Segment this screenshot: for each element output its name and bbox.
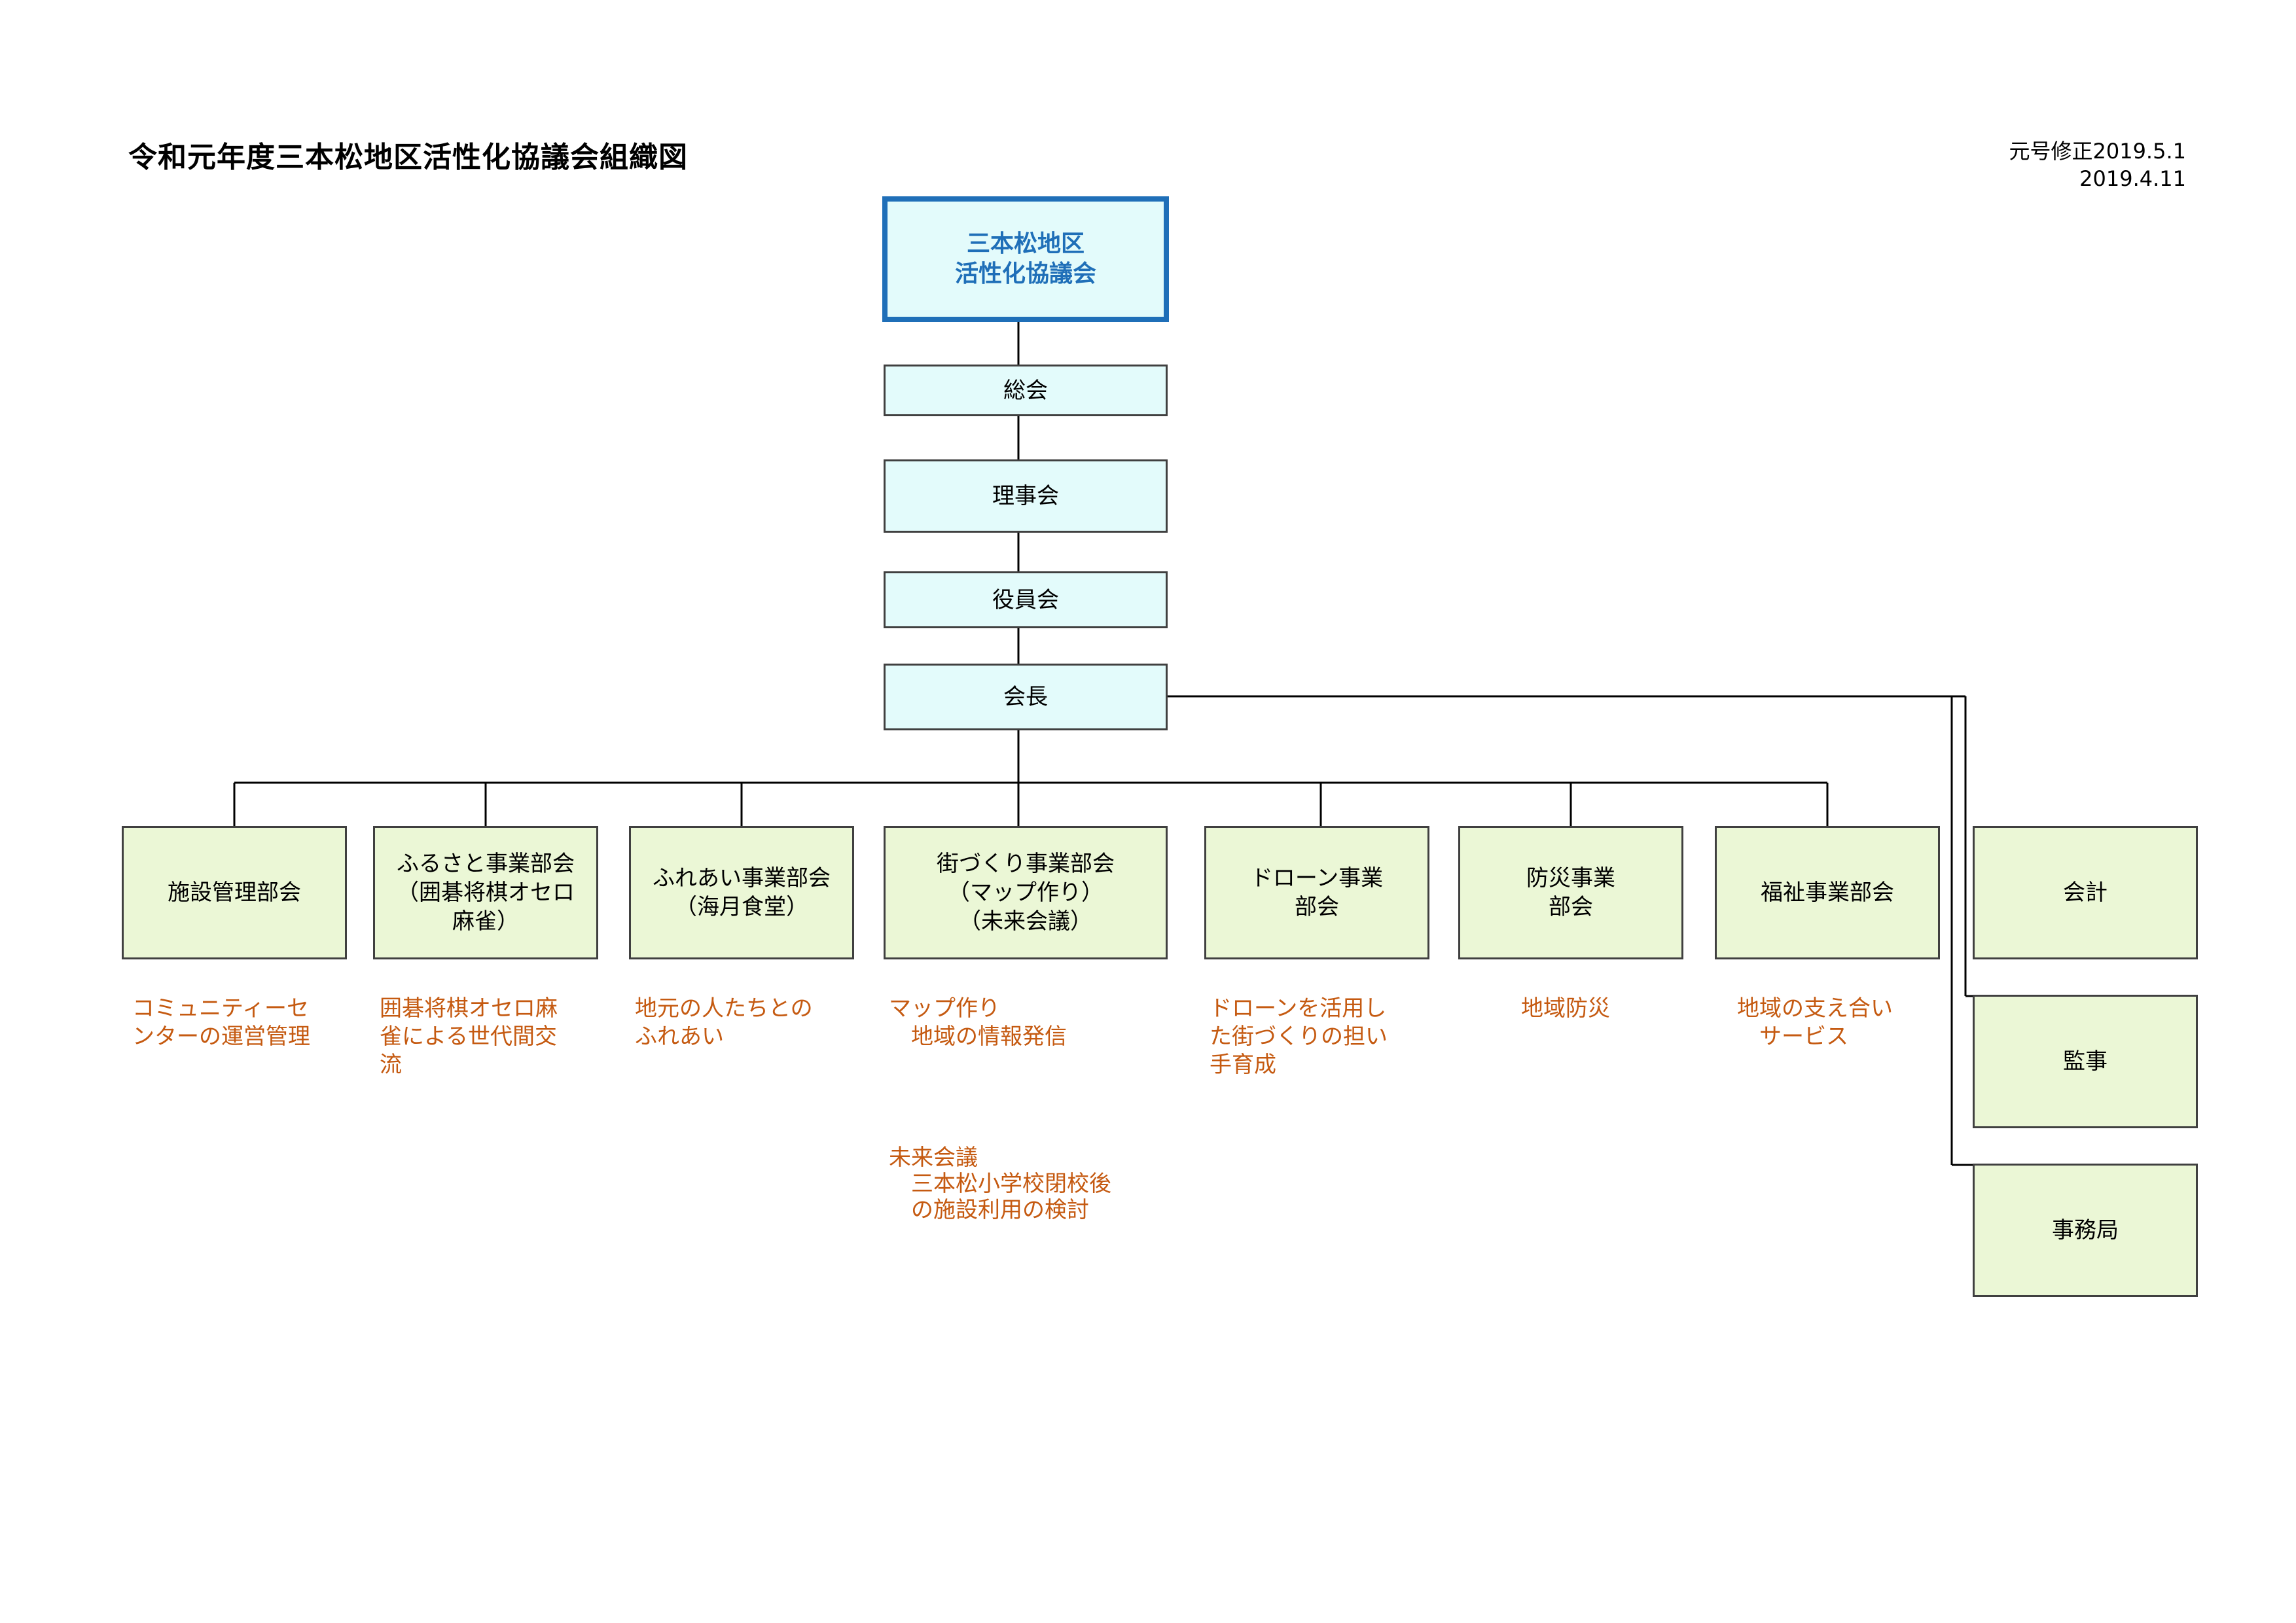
- dept-facility-box: 施設管理部会: [122, 826, 347, 959]
- dept-fureai-label: ふれあい事業部会 （海月食堂）: [653, 865, 831, 920]
- revision-info: 元号修正2019.5.1 2019.4.11: [2009, 137, 2186, 192]
- dept-machizukuri-label: 街づくり事業部会 （マップ作り） （未来会議）: [937, 851, 1115, 935]
- page-title: 令和元年度三本松地区活性化協議会組織図: [128, 141, 688, 174]
- revision-date-1: 元号修正2019.5.1: [2009, 139, 2186, 164]
- chairman-box: 会長: [884, 664, 1168, 730]
- council-root-label: 三本松地区 活性化協議会: [954, 230, 1096, 287]
- dept-machizukuri-box: 街づくり事業部会 （マップ作り） （未来会議）: [884, 826, 1168, 959]
- chairman-label: 会長: [1003, 684, 1048, 710]
- dept-disaster-box: 防災事業 部会: [1458, 826, 1683, 959]
- accounting-box: 会計: [1973, 826, 2198, 959]
- dept-disaster-label: 防災事業 部会: [1526, 865, 1615, 920]
- revision-date-2: 2019.4.11: [2079, 166, 2186, 191]
- dept-furusato-label: ふるさと事業部会 （囲碁将棋オセロ 麻雀）: [397, 851, 575, 935]
- auditor-label: 監事: [2063, 1048, 2108, 1075]
- accounting-label: 会計: [2063, 880, 2108, 906]
- officers-box: 役員会: [884, 571, 1168, 628]
- dept-drone-label: ドローン事業 部会: [1250, 865, 1384, 920]
- board-box: 理事会: [884, 459, 1168, 533]
- note-machizukuri: マップ作り 地域の情報発信: [889, 995, 1067, 1050]
- officers-label: 役員会: [992, 586, 1059, 613]
- council-root-box: 三本松地区 活性化協議会: [882, 196, 1169, 322]
- note-future-meeting: 未来会議 三本松小学校閉校後 の施設利用の検討: [889, 1145, 1111, 1223]
- secretariat-box: 事務局: [1973, 1164, 2198, 1297]
- board-label: 理事会: [992, 483, 1059, 509]
- secretariat-label: 事務局: [2052, 1217, 2119, 1243]
- note-furusato: 囲碁将棋オセロ麻 雀による世代間交 流: [380, 995, 558, 1078]
- dept-welfare-label: 福祉事業部会: [1761, 880, 1894, 906]
- general-assembly-label: 総会: [1003, 377, 1048, 404]
- note-drone: ドローンを活用し た街づくりの担い 手育成: [1210, 995, 1388, 1078]
- dept-welfare-box: 福祉事業部会: [1715, 826, 1940, 959]
- dept-furusato-box: ふるさと事業部会 （囲碁将棋オセロ 麻雀）: [373, 826, 598, 959]
- auditor-box: 監事: [1973, 995, 2198, 1128]
- note-facility: コミュニティーセ ンターの運営管理: [132, 995, 310, 1050]
- note-fureai: 地元の人たちとの ふれあい: [635, 995, 813, 1050]
- dept-facility-label: 施設管理部会: [168, 880, 301, 906]
- general-assembly-box: 総会: [884, 365, 1168, 416]
- note-disaster: 地域防災: [1521, 995, 1610, 1022]
- dept-fureai-box: ふれあい事業部会 （海月食堂）: [629, 826, 854, 959]
- dept-drone-box: ドローン事業 部会: [1204, 826, 1429, 959]
- note-welfare: 地域の支え合い サービス: [1737, 995, 1893, 1050]
